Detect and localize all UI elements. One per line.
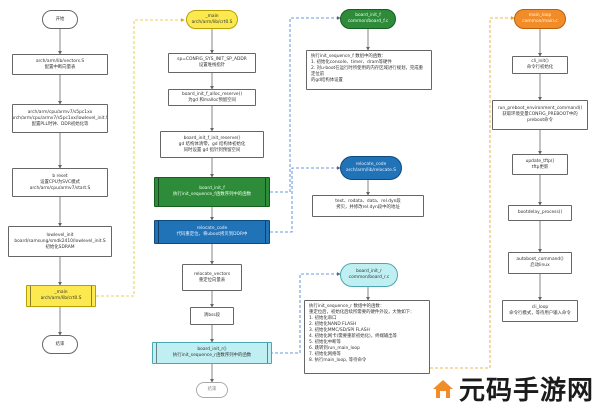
relocate-note: text、rodata、data、rel.dyn段 拷贝，并修改rel.dyn段… (312, 195, 424, 217)
cli-loop-node: cli_loop 命令行模式，等待用户输入命令 (502, 300, 578, 322)
bootdelay-node: bootdelay_process() (508, 205, 572, 221)
board-r-terminal: board_init_r common/board_r.c (340, 263, 398, 287)
vectors-node: arch/arm/lib/vectors.S 配置中断向量表 (12, 54, 108, 75)
board-f-note: 执行init_sequence_f 数组中的函数： 1. 初始化console、… (306, 50, 432, 90)
sp-set-node: sp=CONFIG_SYS_INIT_SP_ADDR 设置堆栈指针 (168, 53, 256, 73)
relocate-vectors-node: relocate_vectors 重定位向量表 (182, 264, 242, 291)
relocate-terminal: relocate_code arch/arm/lib/relocate.S (340, 156, 402, 180)
relocate-code-process: relocate_code 代码重定位，将uboot拷贝到DDR中 (154, 220, 270, 244)
clear-bss-node: 清bss段 (190, 307, 234, 325)
end-terminal: 结束 (42, 335, 78, 354)
lowlevel-init-node: arch/arm/cpu/armv7/s5pc1xx arch/arm/cpu/… (12, 104, 108, 133)
main-call-node: _main arch/arm/lib/crt0.S (26, 285, 96, 307)
update-tftp-node: update_tftp() tftp更新 (512, 154, 568, 175)
lowlevel-init-sdram-node: lowlevel_init board/samsung/smdk2410/low… (8, 226, 112, 257)
board-init-f-process: board_init_f 执行init_sequence_f函数序列中的函数 (154, 177, 270, 207)
edge-reloc-detail (270, 166, 341, 233)
edge-main-call (96, 18, 185, 297)
board-init-f-alloc-node: board_init_f_alloc_reserve() 为gd 和malloc… (168, 89, 256, 106)
watermark-text: 元码手游网 (458, 376, 594, 406)
board-init-f-reserve-node: board_init_f_init_reserve() gd 结构体清零，gd … (160, 131, 264, 158)
main-terminal: _main arch/arm/lib/crt0.S (186, 10, 238, 29)
autoboot-node: autoboot_command() 启动linux (508, 252, 572, 274)
board-init-r-process: board_init_r() 执行init_sequence_r函数序列中的函数 (152, 342, 272, 364)
preboot-command-node: run_preboot_environment_command() 获取环境变量… (492, 100, 588, 130)
main-loop-terminal: main_loop common/main.c (514, 9, 566, 29)
end2-terminal: 结束 (196, 382, 228, 398)
edge-mainloop-detail (430, 16, 515, 369)
house-logo-icon (432, 379, 453, 398)
board-r-note: 执行init_sequence_r 数组中的函数： 重定位后，初始化后续所需要的… (304, 300, 430, 374)
edge-boardr-detail (270, 272, 341, 354)
reset-node: b reset 设置CPU为SVC模式 arch/arm/cpu/armv7/s… (12, 168, 108, 197)
start-terminal: 开始 (42, 10, 78, 29)
watermark: 元码手游网 (431, 370, 594, 407)
board-f-terminal: board_init_f common/board_f.c (340, 9, 396, 29)
cli-init-node: cli_init() 命令行初始化 (512, 56, 568, 74)
edge-boardf-detail (270, 16, 341, 193)
